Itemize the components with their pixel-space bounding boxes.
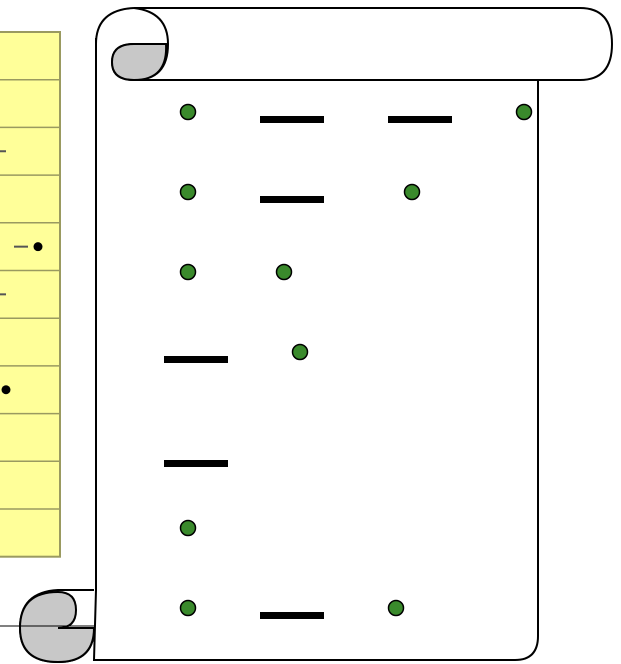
morse-dot: [181, 601, 196, 616]
morse-dash: [260, 196, 324, 203]
morse-dot: [181, 105, 196, 120]
morse-dot: [181, 521, 196, 536]
morse-dash: [388, 116, 452, 123]
left-morse-table: [0, 32, 60, 557]
morse-dash: [260, 612, 324, 619]
morse-dot: [517, 105, 532, 120]
morse-dot: [405, 185, 420, 200]
morse-dot: [389, 601, 404, 616]
left-table-background: [0, 32, 60, 557]
morse-dot: [181, 265, 196, 280]
morse-dash: [164, 460, 228, 467]
scroll-top-roll: [134, 8, 612, 80]
morse-dot: [277, 265, 292, 280]
morse-dash: [260, 116, 324, 123]
scroll-body: [94, 38, 538, 660]
morse-dot: [181, 185, 196, 200]
left-table-dot: [2, 385, 11, 394]
morse-dash: [164, 356, 228, 363]
morse-dot: [293, 345, 308, 360]
left-table-dot: [34, 242, 43, 251]
